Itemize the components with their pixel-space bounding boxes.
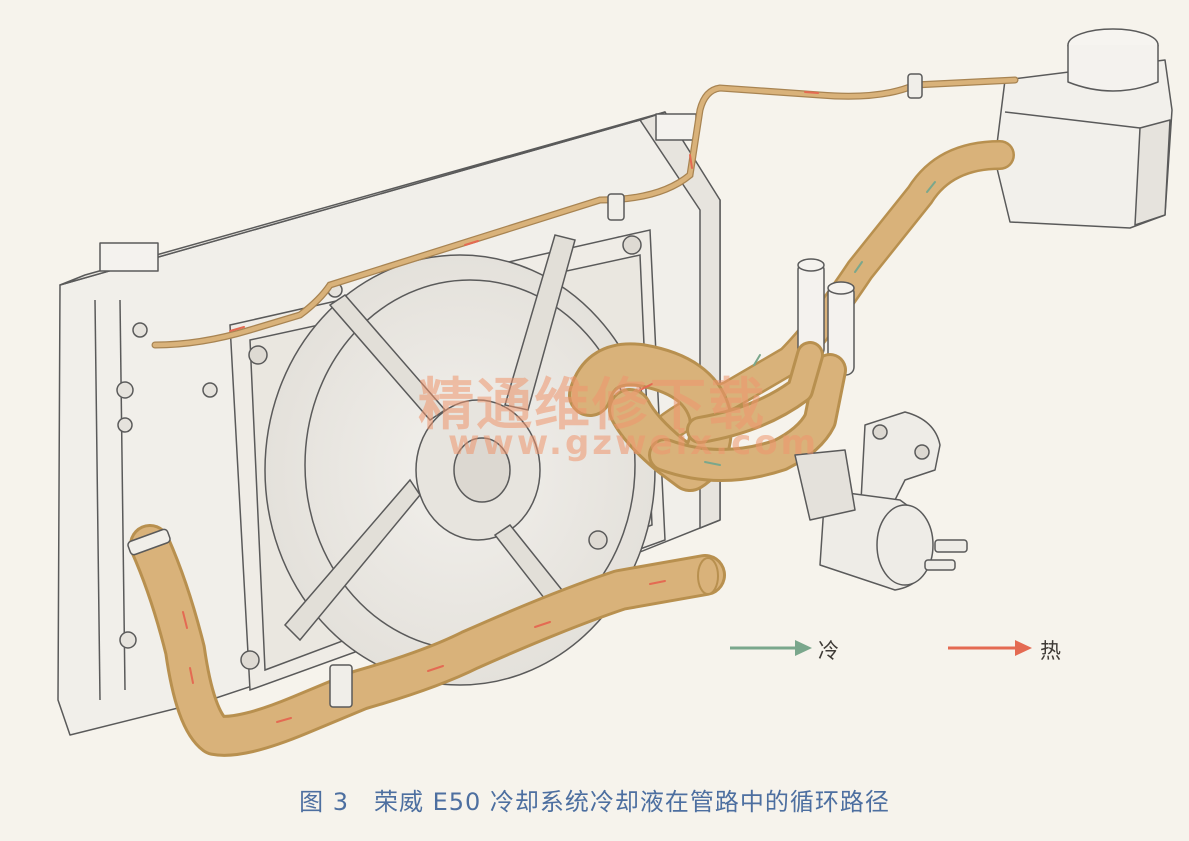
watermark-url: www.gzweix.com xyxy=(448,423,820,463)
pump-connector xyxy=(924,559,956,571)
electric-pump xyxy=(794,411,968,591)
hose-clamps xyxy=(127,73,923,708)
pump-head xyxy=(794,449,856,521)
mount-hole xyxy=(202,382,218,398)
fan-spoke xyxy=(504,234,576,411)
pump-motor-end xyxy=(876,504,934,586)
hose-end xyxy=(697,557,719,595)
radiator-inner-edge xyxy=(94,299,101,701)
legend-cold-label: 冷 xyxy=(818,639,839,663)
flow-markers-hot xyxy=(182,91,819,723)
legend-arrows xyxy=(730,640,1032,656)
radiator-inner-edge-2 xyxy=(119,299,126,691)
mount-hole xyxy=(132,322,148,338)
hose-clamp xyxy=(127,528,171,556)
overflow-line xyxy=(151,76,1019,349)
fan-spoke xyxy=(283,478,421,642)
tank-seam xyxy=(1004,111,1141,129)
shroud-bolt xyxy=(240,650,260,670)
pump-connector xyxy=(934,539,968,553)
figure-caption: 图 3 荣威 E50 冷却系统冷却液在管路中的循环路径 xyxy=(299,788,890,816)
cold-arrow-head xyxy=(795,640,812,656)
shroud-bolt xyxy=(622,235,642,255)
expansion-tank xyxy=(994,28,1173,229)
fan-spoke xyxy=(328,294,447,421)
top-bracket-right xyxy=(655,113,697,141)
fan-shroud xyxy=(229,229,666,692)
lower-radiator-hose xyxy=(129,524,726,757)
flow-markers-cold xyxy=(704,181,936,466)
watermark-site-name: 精通维修下载 xyxy=(418,373,766,438)
shroud-bolt xyxy=(248,345,268,365)
hot-arrow-head xyxy=(1015,640,1032,656)
heater-pipes xyxy=(797,258,855,376)
hose-clamp xyxy=(607,193,625,221)
hose-clamp xyxy=(329,664,353,708)
center-hoses xyxy=(568,341,847,492)
bracket-bolt xyxy=(872,424,888,440)
tank-side xyxy=(1134,119,1171,226)
fan-hub-center xyxy=(453,437,511,503)
hose-clamp xyxy=(907,73,923,99)
mount-hole xyxy=(119,631,137,649)
bracket-bolt xyxy=(914,444,930,460)
legend-hot-label: 热 xyxy=(1040,639,1061,663)
radiator-top-edge xyxy=(59,111,666,286)
tank-cap xyxy=(1067,45,1159,92)
mount-hole xyxy=(116,381,134,399)
top-bracket-left xyxy=(99,242,159,272)
shroud-bolt xyxy=(588,530,608,550)
mount-hole xyxy=(117,417,133,433)
